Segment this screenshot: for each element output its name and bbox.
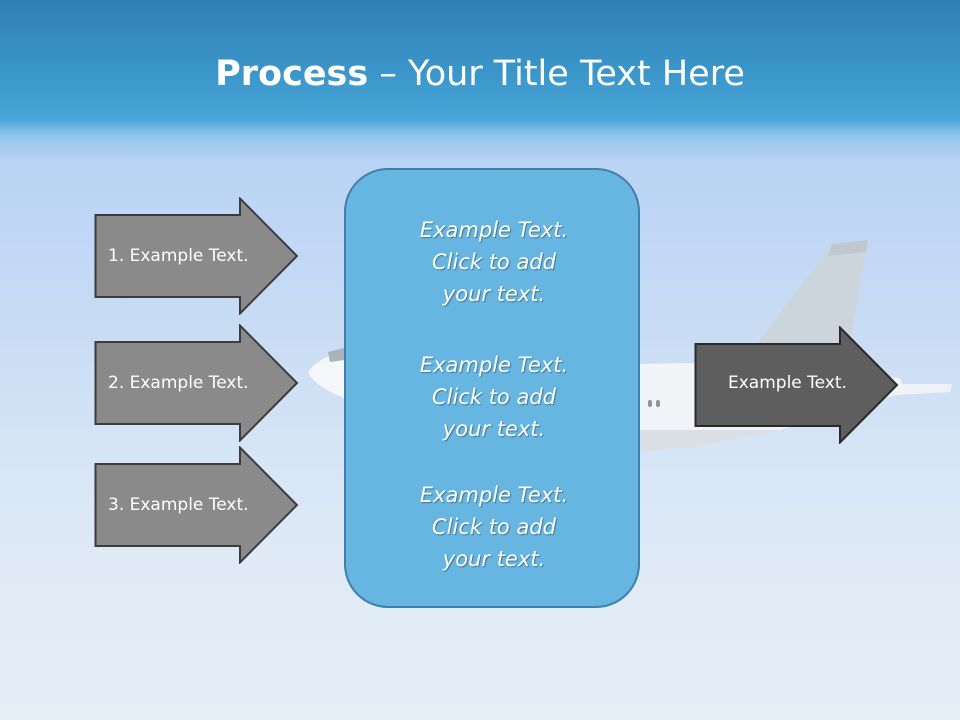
center-text-block-1: Example Text. Click to add your text.	[346, 214, 642, 310]
center-text-line: your text.	[442, 417, 546, 441]
left-arrow-1[interactable]: 1. Example Text.	[94, 196, 300, 319]
center-text-line: Click to add	[431, 385, 556, 409]
arrow-shape-icon	[94, 323, 299, 443]
center-text-line: Click to add	[431, 515, 556, 539]
left-arrow-2-label: 2. Example Text.	[108, 373, 249, 393]
left-arrow-2[interactable]: 2. Example Text.	[94, 323, 300, 446]
right-arrow[interactable]: Example Text.	[694, 325, 900, 448]
center-text-line: Example Text.	[419, 218, 569, 242]
arrow-shape-icon	[694, 325, 899, 445]
center-text-line: Example Text.	[419, 353, 569, 377]
center-text-block-3: Example Text. Click to add your text.	[346, 479, 642, 575]
center-text-line: your text.	[442, 282, 546, 306]
arrow-shape-icon	[94, 196, 299, 316]
title-bold: Process	[215, 54, 369, 94]
title-rest: – Your Title Text Here	[368, 54, 745, 94]
arrow-shape-icon	[94, 445, 299, 565]
center-text-line: Example Text.	[419, 483, 569, 507]
center-text-line: Click to add	[431, 250, 556, 274]
right-arrow-label: Example Text.	[728, 373, 847, 393]
center-text-box[interactable]: Example Text. Click to add your text. Ex…	[344, 168, 640, 608]
center-text-line: your text.	[442, 547, 546, 571]
left-arrow-3[interactable]: 3. Example Text.	[94, 445, 300, 568]
left-arrow-3-label: 3. Example Text.	[108, 495, 249, 515]
slide-title: Process – Your Title Text Here	[0, 52, 960, 96]
left-arrow-1-label: 1. Example Text.	[108, 246, 249, 266]
center-text-block-2: Example Text. Click to add your text.	[346, 349, 642, 445]
